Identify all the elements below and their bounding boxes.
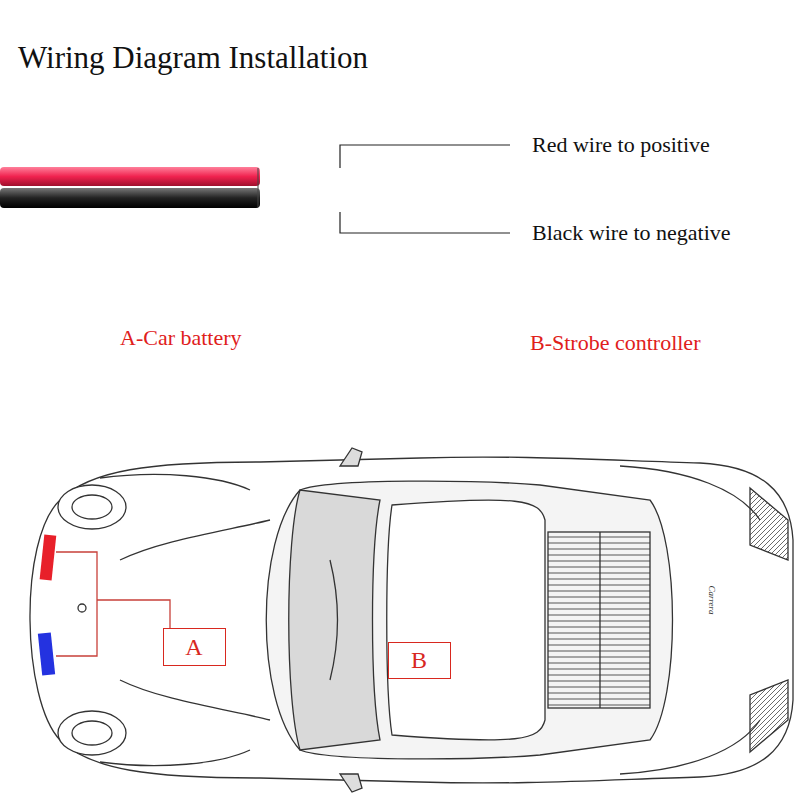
car-body [30,448,793,792]
bracket-lines [340,145,510,233]
wire-note: Black wire to negative [532,220,731,246]
title: Wiring Diagram Installation [18,40,368,76]
wire-note: Red wire to positive [532,132,710,158]
part-name: A-Car battery [120,325,242,351]
part-box: A [163,628,226,666]
blue-strobe-light [38,632,55,675]
red-strobe-light [40,534,57,580]
box-letter: A [185,635,202,659]
box-letter: B [411,648,427,672]
cable [0,167,260,208]
part-name: B-Strobe controller [530,330,700,356]
car-badge: Carrera [707,584,717,615]
part-box: B [388,642,451,679]
wiring-lines [56,552,170,656]
